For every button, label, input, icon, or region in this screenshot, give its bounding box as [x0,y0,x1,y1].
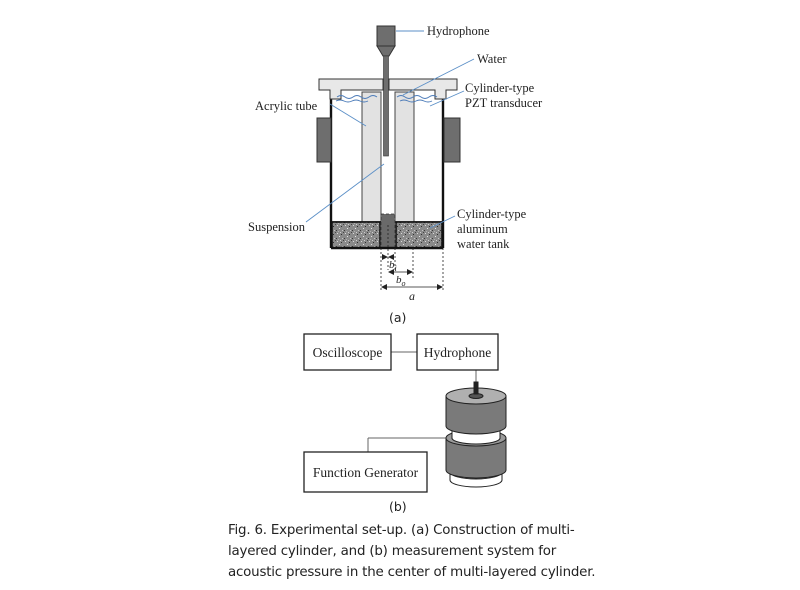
hydrophone-probe [376,25,396,157]
panel-label-b: (b) [389,499,407,514]
label-suspension: Suspension [248,220,306,234]
pzt-transducer [316,117,461,163]
function-generator-label: Function Generator [313,465,419,480]
oscilloscope-label: Oscilloscope [313,345,383,360]
label-acrylic-tube: Acrylic tube [255,99,318,113]
dim-label-a: a [409,289,415,303]
water-surface [335,95,438,103]
dim-label-bo: bo [396,274,406,288]
multi-layered-cylinder [445,381,507,488]
caption-line-3: acoustic pressure in the center of multi… [228,565,596,580]
label-tank-line3: water tank [457,237,510,251]
label-tank-line2: aluminum [457,222,508,236]
hydrophone-box-label: Hydrophone [424,345,492,360]
label-water: Water [477,52,507,66]
label-hydrophone: Hydrophone [427,24,490,38]
label-transducer-line1: Cylinder-type [465,81,535,95]
function-generator-box: Function Generator [303,451,428,493]
hydrophone-box: Hydrophone [416,333,499,371]
label-tank-line1: Cylinder-type [457,207,527,221]
diagram-a: Hydrophone Water Cylinder-type PZT trans… [248,24,543,325]
panel-label-a: (a) [389,310,406,325]
leader-lines [305,30,475,229]
diagram-b: Oscilloscope Hydrophone Function Generat… [303,333,507,514]
caption-line-2: layered cylinder, and (b) measurement sy… [228,544,557,559]
oscilloscope-box: Oscilloscope [303,333,392,371]
caption-line-1: Fig. 6. Experimental set-up. (a) Constru… [228,523,575,538]
dimension-lines [380,225,444,292]
dim-label-bi: bi [389,259,397,273]
figure-caption: Fig. 6. Experimental set-up. (a) Constru… [228,520,596,583]
label-transducer-line2: PZT transducer [465,96,543,110]
